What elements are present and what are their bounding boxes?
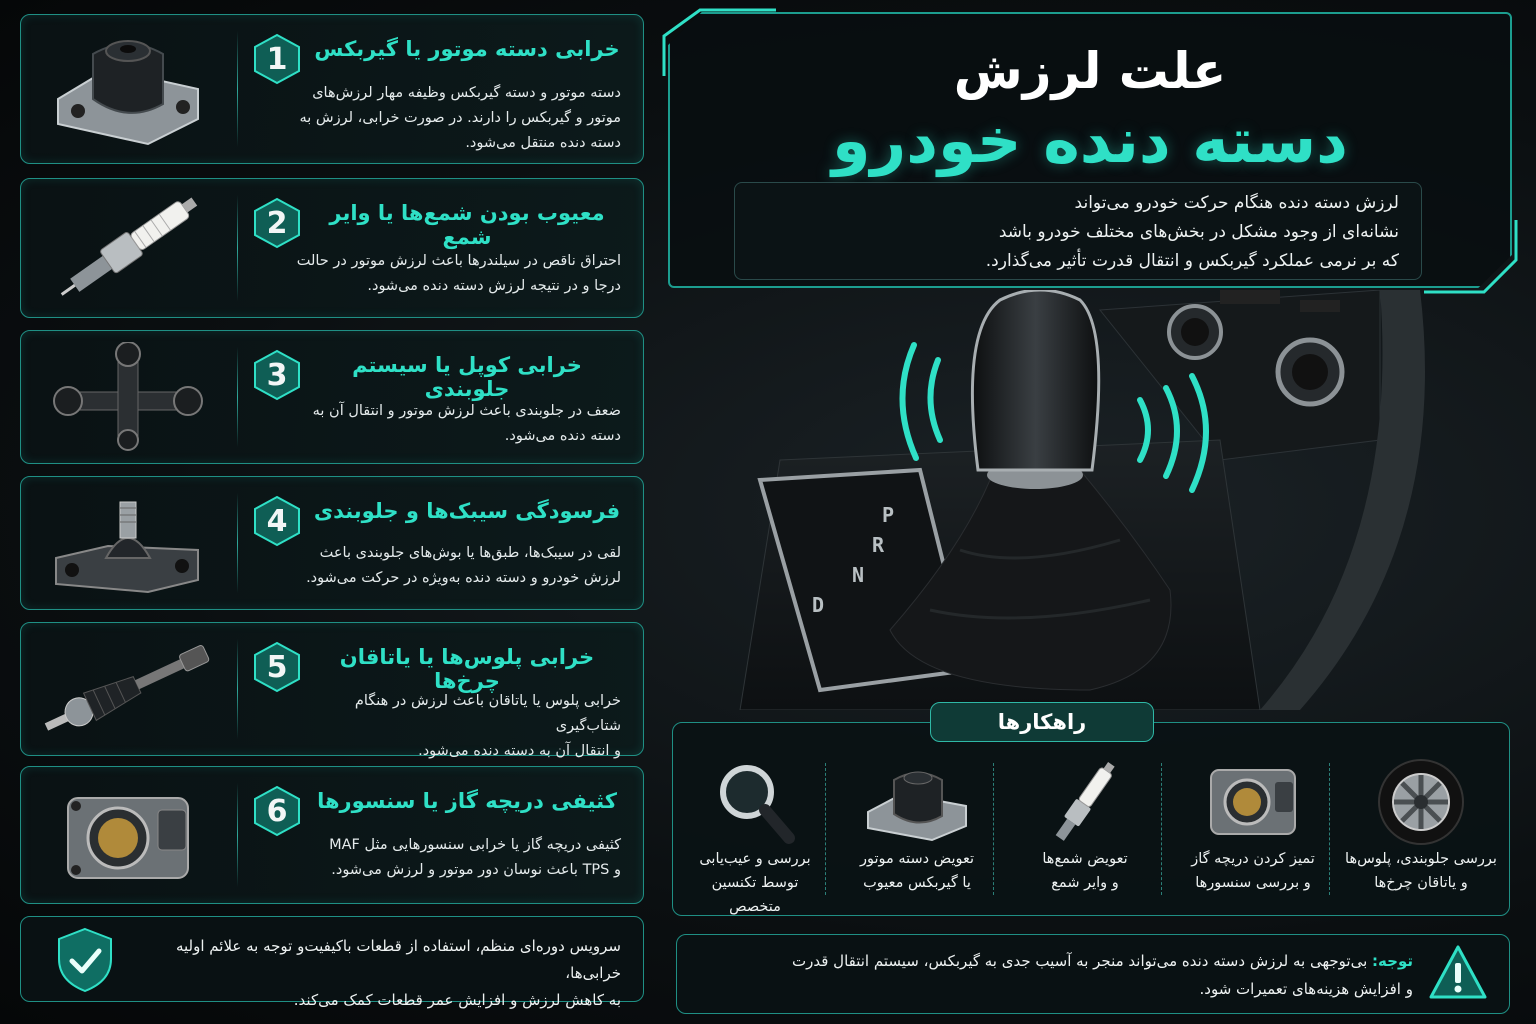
solution-label: تمیز کردن دریچه گاز و بررسی سنسورها: [1191, 851, 1315, 891]
corner-decoration: [1424, 220, 1518, 294]
divider: [237, 783, 238, 887]
throttle-body-icon: [1173, 757, 1333, 847]
cause-description: کثیفی دریچه گاز یا خرابی سنسورهایی مثل M…: [329, 837, 621, 878]
cause-card-3: 3 خرابی کوپل یا سیستم جلوبندی ضعف در جلو…: [20, 330, 644, 464]
cv-axle-icon: [35, 633, 221, 745]
cause-title: کثیفی دریچه گاز یا سنسورها: [317, 789, 617, 813]
solutions-heading: راهکارها: [930, 702, 1154, 742]
gear-letter-r: R: [872, 533, 885, 557]
warning-icon: [1429, 945, 1487, 999]
spark-plug-icon: [35, 189, 221, 307]
page-title-line-1: علت لرزش: [953, 42, 1227, 100]
solution-item-spark-plug: تعویض شمع‌ها و وایر شمع: [1005, 757, 1165, 907]
throttle-body-icon: [35, 777, 221, 893]
title-panel: علت لرزش دسته دنده خودرو لرزش دسته دنده …: [668, 12, 1512, 288]
cause-number-badge: 1: [251, 33, 303, 85]
cause-number-badge: 4: [251, 495, 303, 547]
gear-letter-p: P: [882, 503, 894, 527]
maintenance-tip-text: سرویس دوره‌ای منظم، استفاده از قطعات باک…: [175, 937, 621, 1009]
cause-description: دسته موتور و دسته گیربکس وظیفه مهار لرزش…: [299, 85, 622, 151]
u-joint-icon: [35, 341, 221, 453]
solution-item-engine-mount: تعویض دسته موتور یا گیربکس معیوب: [837, 757, 997, 907]
cause-title: معیوب بودن شمع‌ها یا وایر شمع: [329, 201, 605, 249]
solution-label: بررسی جلوبندی، پلوس‌ها و یاتاقان چرخ‌ها: [1345, 851, 1497, 891]
cause-number-badge: 6: [251, 785, 303, 837]
divider: [993, 763, 994, 895]
gear-shifter-illustration: P R N D: [660, 288, 1536, 711]
cause-number-badge: 5: [251, 641, 303, 693]
divider: [237, 639, 238, 739]
cause-card-6: 6 کثیفی دریچه گاز یا سنسورها کثیفی دریچه…: [20, 766, 644, 904]
divider: [1161, 763, 1162, 895]
cause-description: ضعف در جلوبندی باعث لرزش موتور و انتقال …: [312, 403, 621, 444]
solution-label: بررسی و عیب‌یابی توسط تکنسین متخصص: [699, 851, 811, 915]
solution-item-wheel: بررسی جلوبندی، پلوس‌ها و یاتاقان چرخ‌ها: [1341, 757, 1501, 907]
gear-letter-n: N: [852, 563, 864, 587]
cause-title: خرابی پلوس‌ها یا یاتاقان چرخ‌ها: [339, 645, 595, 693]
solution-label: تعویض شمع‌ها و وایر شمع: [1042, 851, 1128, 891]
divider: [1329, 763, 1330, 895]
cause-number-badge: 2: [251, 197, 303, 249]
divider: [237, 347, 238, 447]
cause-title: فرسودگی سیبک‌ها و جلوبندی: [313, 499, 621, 523]
cause-card-5: 5 خرابی پلوس‌ها یا یاتاقان چرخ‌ها خرابی …: [20, 622, 644, 759]
intro-text: لرزش دسته دنده هنگام حرکت خودرو می‌تواند…: [734, 182, 1422, 280]
cause-description: لقی در سیبک‌ها، طبق‌ها یا بوش‌های جلوبند…: [306, 545, 621, 586]
divider: [237, 31, 238, 147]
cause-card-2: 2 معیوب بودن شمع‌ها یا وایر شمع احتراق ن…: [20, 178, 644, 318]
solution-item-diagnosis: بررسی و عیب‌یابی توسط تکنسین متخصص: [675, 757, 835, 915]
cause-card-4: 4 فرسودگی سیبک‌ها و جلوبندی لقی در سیبک‌…: [20, 476, 644, 610]
spark-plug-icon: [1005, 757, 1165, 847]
ball-joint-icon: [35, 487, 221, 599]
engine-mount-icon: [35, 25, 221, 153]
wheel-icon: [1341, 757, 1501, 847]
solution-item-throttle: تمیز کردن دریچه گاز و بررسی سنسورها: [1173, 757, 1333, 907]
warning-note-text: توجه: بی‌توجهی به لرزش دسته دنده می‌توان…: [792, 952, 1413, 998]
cause-title: خرابی کوپل یا سیستم جلوبندی: [352, 353, 582, 401]
cause-description: خرابی پلوس یا یاتاقان باعث لرزش در هنگام…: [354, 693, 621, 759]
warning-note-box: توجه: بی‌توجهی به لرزش دسته دنده می‌توان…: [676, 934, 1510, 1014]
maintenance-tip-box: سرویس دوره‌ای منظم، استفاده از قطعات باک…: [20, 916, 644, 1009]
divider: [825, 763, 826, 895]
shield-check-icon: [58, 927, 112, 993]
cause-description: احتراق ناقص در سیلندرها باعث لرزش موتور …: [296, 253, 621, 294]
divider: [237, 195, 238, 301]
magnifier-icon: [675, 757, 835, 847]
cause-number-badge: 3: [251, 349, 303, 401]
solution-label: تعویض دسته موتور یا گیربکس معیوب: [859, 851, 975, 891]
solutions-panel: بررسی و عیب‌یابی توسط تکنسین متخصص تعویض…: [672, 722, 1510, 916]
cause-card-1: 1 خرابی دسته موتور یا گیربکس دسته موتور …: [20, 14, 644, 164]
corner-decoration: [662, 8, 776, 76]
note-label: توجه:: [1372, 952, 1413, 970]
page-title-line-2: دسته دنده خودرو: [832, 104, 1348, 177]
gear-letter-d: D: [812, 593, 824, 617]
divider: [237, 493, 238, 593]
cause-title: خرابی دسته موتور یا گیربکس: [314, 37, 620, 61]
engine-mount-icon: [837, 757, 997, 847]
